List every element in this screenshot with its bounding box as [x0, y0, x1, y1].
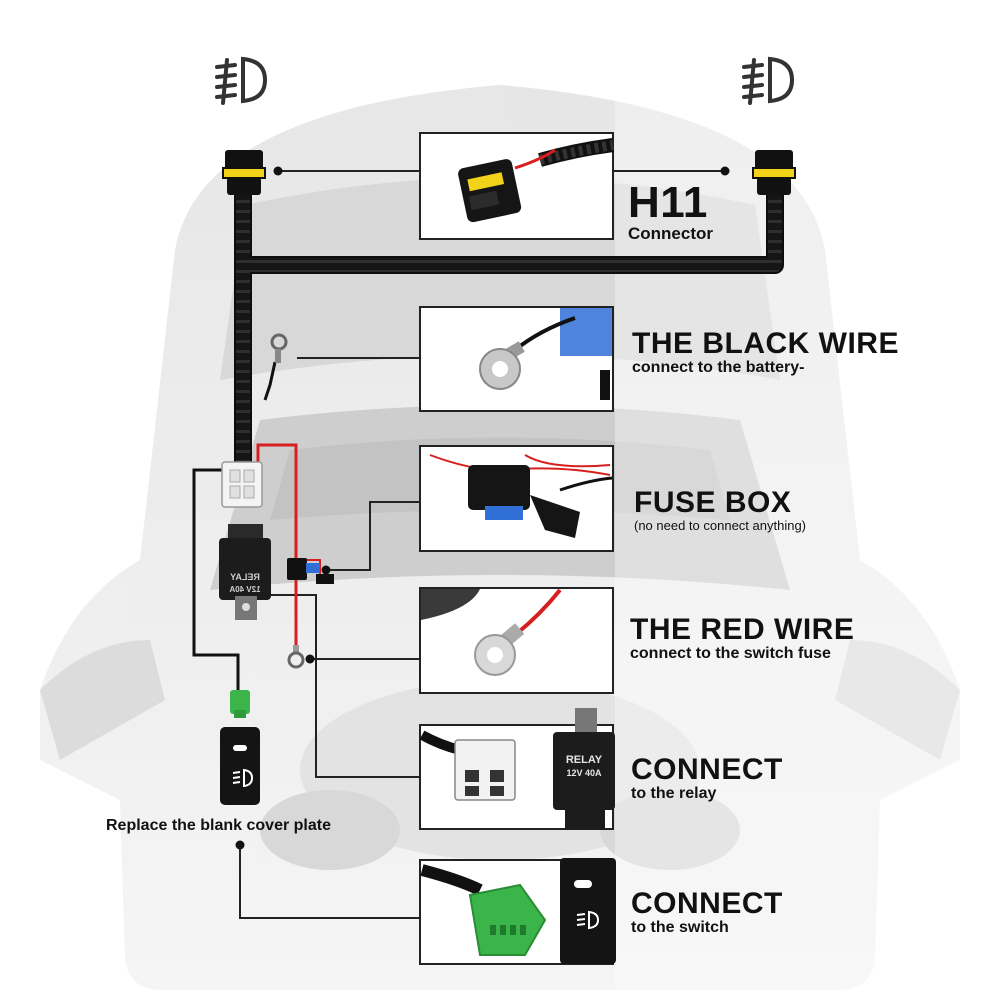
leader-lines: [239, 170, 725, 919]
switch-green-connector: [230, 690, 250, 718]
h11-title: H11: [628, 178, 708, 227]
relay-mirrored-rating: 12V 40A: [229, 585, 260, 594]
harness-loom: [234, 186, 784, 484]
relay-socket-connector: [221, 461, 263, 508]
fuse-box-label: FUSE BOX (no need to connect anything): [634, 486, 807, 534]
switch-fuse-ring-terminal: [287, 645, 315, 669]
switch-label: CONNECT to the switch: [631, 889, 783, 937]
red-wire-title: THE RED WIRE: [630, 613, 855, 646]
h11-label: H11 Connector: [628, 181, 713, 244]
switch-title: CONNECT: [631, 887, 783, 920]
fuse-holder: [287, 558, 334, 584]
relay-unit: RELAY 12V 40A: [219, 524, 271, 620]
photo-panel-fuse-box: [419, 445, 614, 552]
h11-connector-left: [222, 150, 283, 195]
red-wire-label: THE RED WIRE connect to the switch fuse: [630, 615, 854, 663]
h11-connector-right: [720, 150, 796, 195]
relay-title: CONNECT: [631, 753, 783, 786]
fuse-box-title: FUSE BOX: [634, 486, 792, 519]
photo-panel-switch: [419, 858, 616, 965]
photo-panel-black-wire: [419, 306, 614, 412]
switch-wire: [192, 468, 240, 690]
red-wire-subtitle: connect to the switch fuse: [630, 645, 831, 662]
h11-subtitle: Connector: [628, 224, 713, 243]
fog-light-icon: [742, 56, 795, 105]
ground-ring-terminal: [270, 333, 288, 363]
relay-brand-text: RELAY: [566, 754, 603, 766]
fog-light-icon: [215, 56, 268, 105]
photo-panel-relay: RELAY 12V 40A: [419, 708, 615, 830]
switch-subtitle: to the switch: [631, 919, 729, 936]
relay-rating-text: 12V 40A: [566, 768, 602, 778]
red-wire: [256, 443, 298, 648]
photo-panel-h11: [419, 132, 614, 240]
relay-subtitle: to the relay: [631, 785, 717, 802]
black-wire-label: THE BLACK WIRE connect to the battery-: [632, 329, 899, 377]
cover-plate-caption: Replace the blank cover plate: [106, 817, 331, 834]
fuse-box-note: (no need to connect anything): [634, 518, 807, 533]
photo-panel-red-wire: [419, 587, 614, 694]
ground-wire: [263, 361, 277, 401]
relay-mirrored-brand: RELAY: [230, 572, 260, 582]
black-wire-subtitle: connect to the battery-: [632, 359, 805, 376]
black-wire-title: THE BLACK WIRE: [632, 327, 899, 360]
fog-light-icon: [232, 768, 254, 788]
relay-label: CONNECT to the relay: [631, 755, 783, 803]
fog-light-icon: [576, 910, 600, 930]
fog-light-switch: [220, 727, 260, 850]
